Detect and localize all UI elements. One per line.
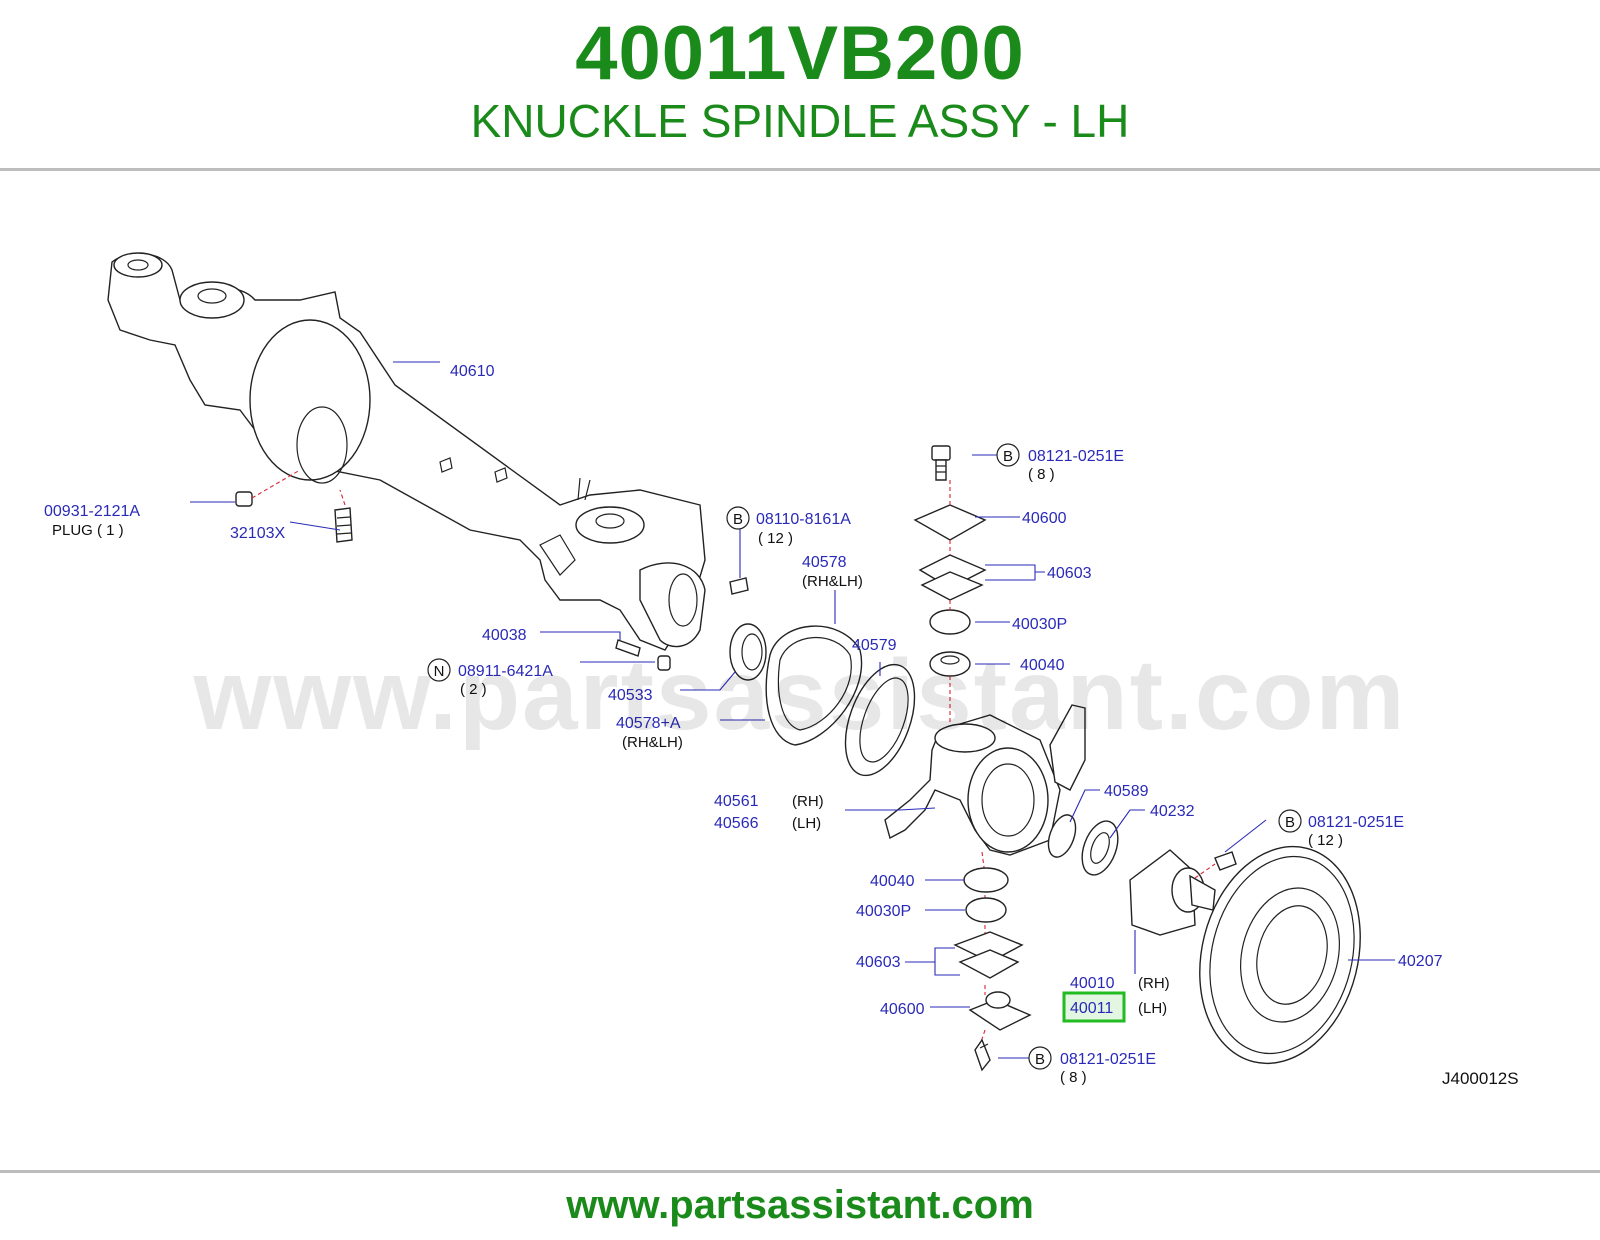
plug-00931-2121A [235, 491, 253, 507]
part-description: KNUCKLE SPINDLE ASSY - LH [470, 95, 1130, 147]
label-rh-1: (RH) [792, 793, 824, 810]
marker-b-1: B [726, 506, 750, 530]
label-40603-a[interactable]: 40603 [1047, 565, 1092, 582]
leader-lines [190, 361, 1395, 1059]
knuckle-40561-40566 [884, 704, 1086, 856]
label-qty-8-a: ( 8 ) [1028, 466, 1055, 483]
label-40600-b[interactable]: 40600 [880, 1001, 925, 1018]
label-40207[interactable]: 40207 [1398, 953, 1443, 970]
upper-kingpin-stack [913, 445, 987, 725]
footer-url[interactable]: www.partsassistant.com [566, 1183, 1034, 1227]
brake-rotor-40207 [1199, 845, 1361, 1065]
label-40011[interactable]: 40011 [1070, 1000, 1113, 1017]
label-40579[interactable]: 40579 [852, 637, 897, 654]
label-rhlh-1: (RH&LH) [802, 573, 863, 590]
label-qty-12-b: ( 12 ) [1308, 832, 1343, 849]
label-40610[interactable]: 40610 [450, 363, 495, 380]
bearing-40589 [1047, 814, 1077, 858]
svg-text:B: B [1003, 448, 1013, 465]
label-40561[interactable]: 40561 [714, 793, 759, 810]
label-40533[interactable]: 40533 [608, 687, 653, 704]
axle-housing-40610 [107, 252, 706, 651]
label-lh-1: (LH) [792, 815, 821, 832]
part-number-title: 40011VB200 [575, 11, 1025, 96]
svg-text:N: N [434, 663, 445, 680]
svg-text:B: B [1035, 1051, 1045, 1068]
shim-40578 [765, 625, 863, 746]
label-08121-0251E-a[interactable]: 08121-0251E [1028, 448, 1124, 465]
watermark: www.partsassistant.com [193, 639, 1407, 751]
svg-text:B: B [1285, 814, 1295, 831]
footer-divider [0, 1170, 1600, 1173]
label-40030P-a[interactable]: 40030P [1012, 616, 1067, 633]
marker-n: N [427, 658, 451, 682]
label-08911-6421A[interactable]: 08911-6421A [458, 663, 553, 680]
bolt-08121-0251E [1214, 851, 1237, 871]
label-40600-a[interactable]: 40600 [1022, 510, 1067, 527]
header-divider [0, 168, 1600, 171]
oil-seal-40533 [729, 623, 767, 681]
label-40578-a[interactable]: 40578+A [616, 715, 681, 732]
label-lh-2: (LH) [1138, 1000, 1167, 1017]
lower-kingpin-stack [953, 851, 1032, 1072]
label-08121-0251E-b[interactable]: 08121-0251E [1308, 814, 1404, 831]
label-40040-b[interactable]: 40040 [870, 873, 915, 890]
label-rhlh-2: (RH&LH) [622, 734, 683, 751]
label-qty-12-a: ( 12 ) [758, 530, 793, 547]
highlight-box-40011 [1062, 991, 1126, 1023]
label-32103X[interactable]: 32103X [230, 525, 285, 542]
label-40232[interactable]: 40232 [1150, 803, 1195, 820]
bolt-08110-8161A [729, 577, 749, 595]
label-qty-2: ( 2 ) [460, 681, 487, 698]
marker-b-4: B [1028, 1046, 1052, 1070]
label-00931-2121A[interactable]: 00931-2121A [44, 503, 140, 520]
seal-40579 [844, 663, 916, 777]
label-40030P-b[interactable]: 40030P [856, 903, 911, 920]
label-qty-8-b: ( 8 ) [1060, 1069, 1087, 1086]
svg-text:B: B [733, 511, 743, 528]
label-plug-qty: PLUG ( 1 ) [52, 522, 124, 539]
washer-08911 [657, 655, 671, 671]
label-40603-b[interactable]: 40603 [856, 954, 901, 971]
label-40589[interactable]: 40589 [1104, 783, 1149, 800]
diagram-code: J400012S [1442, 1069, 1519, 1088]
label-40040-a[interactable]: 40040 [1020, 657, 1065, 674]
label-40566[interactable]: 40566 [714, 815, 759, 832]
label-40010[interactable]: 40010 [1070, 975, 1115, 992]
label-40038[interactable]: 40038 [482, 627, 527, 644]
label-08121-0251E-c[interactable]: 08121-0251E [1060, 1051, 1156, 1068]
bolt-40038 [615, 639, 641, 657]
marker-b-3: B [1278, 809, 1302, 833]
spindle-40010-40011 [1129, 849, 1216, 936]
marker-b-2: B [996, 443, 1020, 467]
bearing-race-40232 [1081, 820, 1119, 876]
label-40578[interactable]: 40578 [802, 554, 847, 571]
label-08110-8161A[interactable]: 08110-8161A [756, 511, 851, 528]
label-rh-2: (RH) [1138, 975, 1170, 992]
